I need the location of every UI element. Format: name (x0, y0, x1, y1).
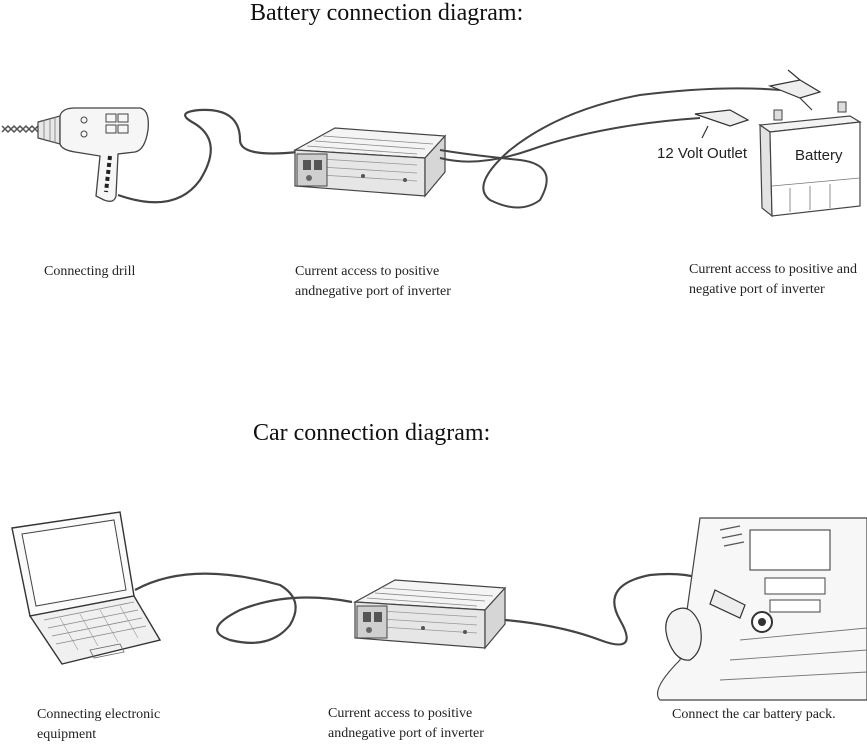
caption-line: andnegative port of inverter (328, 726, 484, 741)
inverter-battery-icon (294, 127, 446, 197)
laptop-icon (11, 511, 162, 665)
car-caption: Connect the car battery pack. (672, 705, 836, 725)
battery-diagram-title: Battery connection diagram: (250, 0, 524, 26)
car-diagram-title: Car connection diagram: (253, 420, 491, 446)
caption-line: andnegative port of inverter (295, 284, 451, 299)
drill-caption-text: Connecting drill (44, 264, 136, 279)
battery-icon (758, 101, 862, 218)
laptop-caption: Connecting electronic equipment (37, 705, 160, 745)
drill-caption: Connecting drill (44, 262, 135, 282)
battery-caption: Current access to positive and negative … (689, 260, 857, 300)
clamp-icon (694, 69, 822, 139)
inverter-car-caption: Current access to positive andnegative p… (328, 704, 484, 744)
caption-line: Current access to positive (295, 264, 440, 279)
caption-line: Current access to positive and (689, 262, 857, 277)
drill-icon (1, 107, 149, 202)
caption-line: negative port of inverter (689, 282, 825, 297)
caption-line: Connecting electronic (37, 707, 161, 722)
caption-line: equipment (37, 727, 97, 742)
caption-line: Current access to positive (328, 706, 473, 721)
inverter-car-icon (354, 579, 506, 649)
outlet-label: 12 Volt Outlet (657, 145, 748, 162)
inverter-battery-caption: Current access to positive andnegative p… (295, 262, 451, 302)
battery-label: Battery (795, 147, 843, 164)
car-dashboard-icon (656, 517, 867, 701)
car-caption-text: Connect the car battery pack. (672, 707, 836, 722)
